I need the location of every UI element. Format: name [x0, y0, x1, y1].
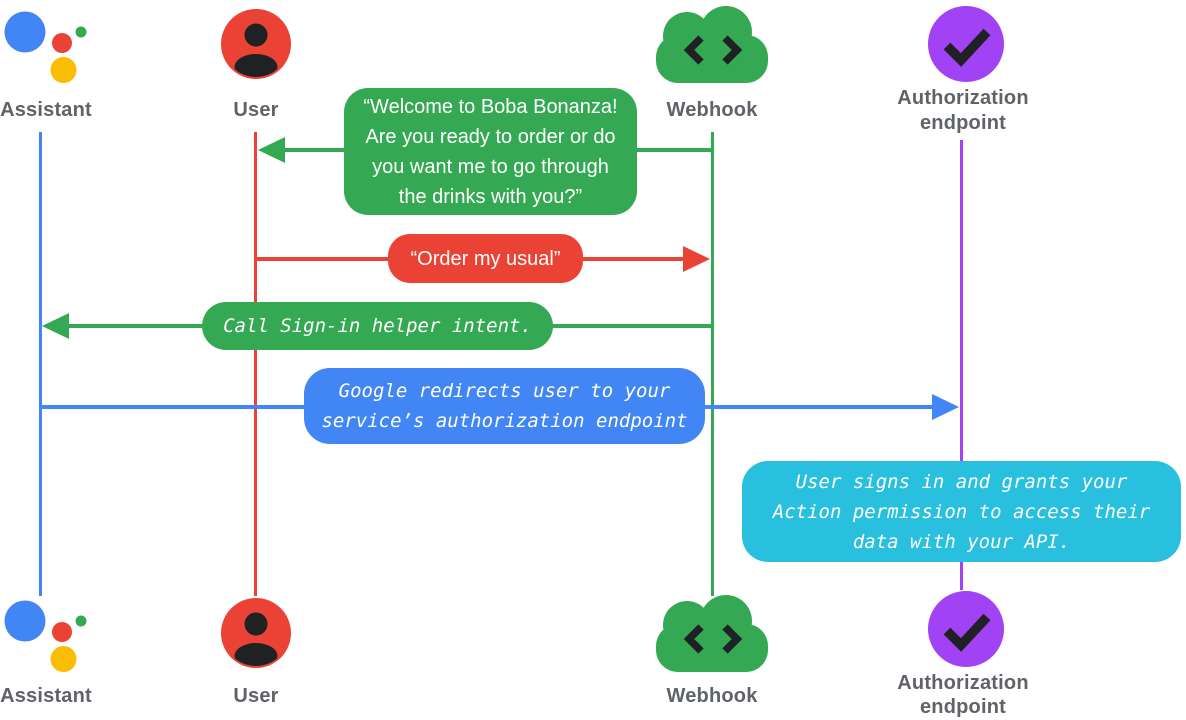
grant-note-bubble: User signs in and grants your Action per…: [742, 461, 1181, 562]
assistant-icon: [4, 600, 87, 672]
user-lifeline: [254, 132, 257, 596]
redirect-message-bubble: Google redirects user to your service’s …: [304, 368, 705, 444]
user-icon: [221, 598, 291, 668]
webhook-label-top: Webhook: [666, 99, 758, 121]
webhook-icon: [656, 6, 768, 83]
welcome-arrowhead-icon: [258, 137, 285, 163]
authorization-endpoint-icon: [928, 591, 1004, 667]
assistant-label-bottom: Assistant: [0, 685, 92, 707]
redirect-arrowhead-icon: [932, 394, 959, 420]
assistant-lifeline: [39, 132, 42, 596]
authorization-label-bottom: Authorization endpoint: [897, 672, 1029, 718]
order-message-bubble: “Order my usual”: [388, 234, 583, 283]
authorization-lifeline: [960, 140, 963, 590]
signin-arrowhead-icon: [42, 313, 69, 339]
assistant-label-top: Assistant: [0, 99, 92, 121]
assistant-icon: [4, 11, 87, 83]
welcome-message-bubble: “Welcome to Boba Bonanza! Are you ready …: [344, 88, 637, 215]
user-icon: [221, 9, 291, 79]
order-arrowhead-icon: [683, 246, 710, 272]
user-label-bottom: User: [233, 685, 279, 707]
signin-message-bubble: Call Sign-in helper intent.: [202, 302, 553, 350]
user-label-top: User: [233, 99, 279, 121]
webhook-label-bottom: Webhook: [666, 685, 758, 707]
authorization-endpoint-icon: [928, 6, 1004, 82]
webhook-lifeline: [711, 132, 714, 596]
webhook-icon: [656, 595, 768, 672]
authorization-label-top: Authorization endpoint: [897, 87, 1029, 134]
